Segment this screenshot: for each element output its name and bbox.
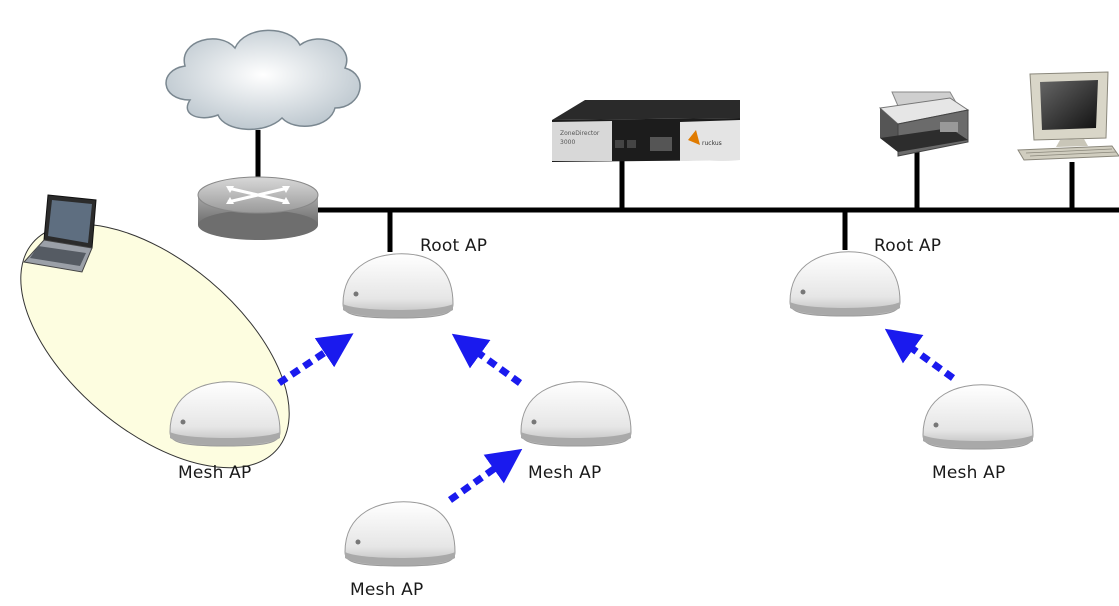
svg-text:ZoneDirector: ZoneDirector — [560, 130, 600, 137]
root-ap-label-left: Root AP — [420, 236, 488, 256]
mesh-ap-label: Mesh AP — [932, 463, 1006, 483]
access-point-icon — [789, 251, 901, 317]
mesh-link-arrow — [884, 328, 956, 381]
mesh-link-arrows — [277, 328, 956, 503]
access-point-icon — [922, 384, 1034, 450]
root-ap-label-right: Root AP — [874, 236, 942, 256]
mesh-ap-label: Mesh AP — [350, 580, 424, 600]
printer-icon — [878, 91, 970, 157]
access-point-icon — [520, 381, 632, 447]
controller-icon: ZoneDirector 3000 ruckus — [552, 100, 740, 162]
mesh-ap-label: Mesh AP — [178, 463, 252, 483]
access-point-icon — [169, 381, 281, 447]
router-icon — [197, 176, 319, 240]
access-point-icon — [344, 501, 456, 567]
mesh-link-arrow — [277, 333, 354, 386]
svg-text:3000: 3000 — [560, 139, 575, 146]
desktop-computer-icon — [1017, 71, 1119, 161]
cloud-icon — [165, 29, 361, 130]
wired-backbone — [255, 130, 1119, 252]
mesh-link-arrow — [451, 333, 523, 386]
laptop-icon — [23, 194, 97, 273]
svg-text:ruckus: ruckus — [702, 140, 722, 147]
mesh-ap-label: Mesh AP — [528, 463, 602, 483]
mesh-link-arrow — [447, 448, 523, 503]
access-point-icon — [342, 253, 454, 319]
